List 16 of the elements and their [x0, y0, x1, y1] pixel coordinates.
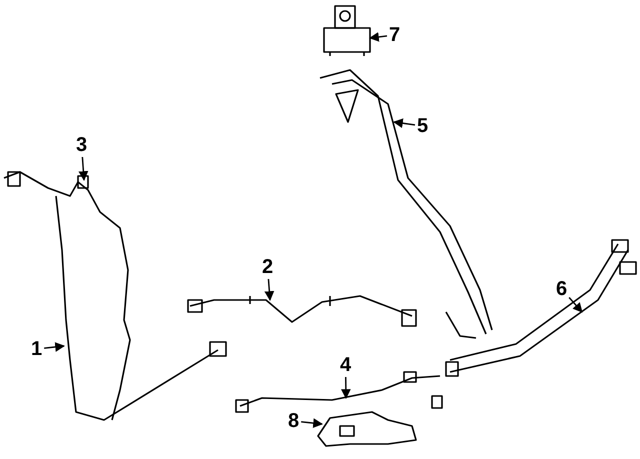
leader-arrow	[369, 32, 388, 42]
callout-number: 8	[288, 410, 300, 432]
callout-number: 6	[556, 278, 568, 300]
callout-number: 4	[340, 354, 352, 376]
callout-number: 2	[262, 256, 274, 278]
leader-arrow	[78, 156, 88, 181]
callout-number: 5	[417, 115, 428, 137]
leader-arrow	[340, 377, 351, 399]
leader-arrow	[44, 342, 65, 352]
leader-arrow	[264, 278, 274, 301]
leader-arrow	[568, 297, 583, 313]
callout-number: 1	[31, 338, 42, 360]
callout-number: 7	[389, 24, 400, 46]
callout-number: 3	[76, 134, 88, 156]
leader-arrow	[301, 418, 323, 428]
leader-arrow	[393, 118, 416, 128]
